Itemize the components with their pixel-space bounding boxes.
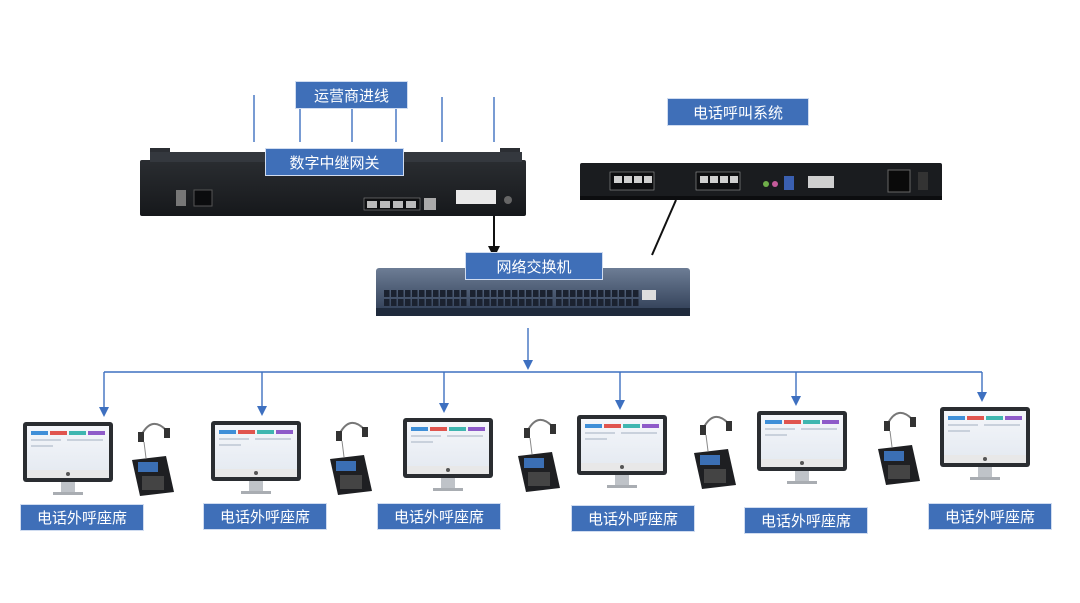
ip-phone-icon bbox=[878, 445, 920, 485]
phone-call-system-label: 电话呼叫系统 bbox=[667, 98, 809, 126]
seat-label: 电话外呼座席 bbox=[571, 505, 695, 532]
network-switch-label: 网络交换机 bbox=[465, 252, 603, 280]
seat-label: 电话外呼座席 bbox=[744, 507, 868, 534]
call-system-server bbox=[580, 163, 942, 200]
desktop-monitor-icon bbox=[23, 422, 113, 495]
headset-icon bbox=[524, 419, 556, 455]
seat-stations bbox=[23, 407, 1030, 496]
carrier-line-label: 运营商进线 bbox=[295, 81, 408, 109]
seat-label: 电话外呼座席 bbox=[928, 503, 1052, 530]
headset-icon bbox=[884, 412, 916, 448]
network-switch-device bbox=[376, 268, 690, 316]
digital-trunk-gateway-label: 数字中继网关 bbox=[265, 148, 404, 176]
seat-label: 电话外呼座席 bbox=[377, 503, 501, 530]
desktop-monitor-icon bbox=[577, 415, 667, 488]
seat-drop-arrows bbox=[99, 372, 987, 417]
headset-icon bbox=[700, 416, 732, 452]
desktop-monitor-icon bbox=[940, 407, 1030, 480]
desktop-monitor-icon bbox=[757, 411, 847, 484]
ip-phone-icon bbox=[518, 452, 560, 492]
carrier-lines bbox=[253, 95, 495, 142]
desktop-monitor-icon bbox=[403, 418, 493, 491]
ip-phone-icon bbox=[132, 456, 174, 496]
ip-phone-icon bbox=[330, 455, 372, 495]
seat-label: 电话外呼座席 bbox=[20, 504, 144, 531]
server-to-switch-line bbox=[651, 199, 677, 256]
headset-icon bbox=[336, 422, 368, 458]
desktop-monitor-icon bbox=[211, 421, 301, 494]
headset-icon bbox=[138, 423, 170, 459]
seat-label: 电话外呼座席 bbox=[203, 503, 327, 530]
ip-phone-icon bbox=[694, 449, 736, 489]
